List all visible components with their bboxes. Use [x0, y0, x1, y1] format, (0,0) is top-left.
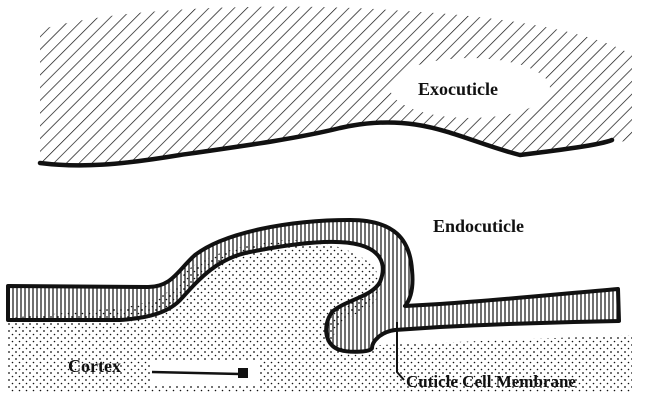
cortex-label: Cortex [68, 356, 121, 376]
cortex-pointer-marker [238, 368, 248, 378]
exocuticle-label: Exocuticle [418, 79, 498, 99]
endocuticle-label: Endocuticle [433, 216, 524, 236]
exocuticle-region [40, 7, 632, 166]
cuticle-cell-membrane-label: Cuticle Cell Membrane [406, 372, 576, 391]
